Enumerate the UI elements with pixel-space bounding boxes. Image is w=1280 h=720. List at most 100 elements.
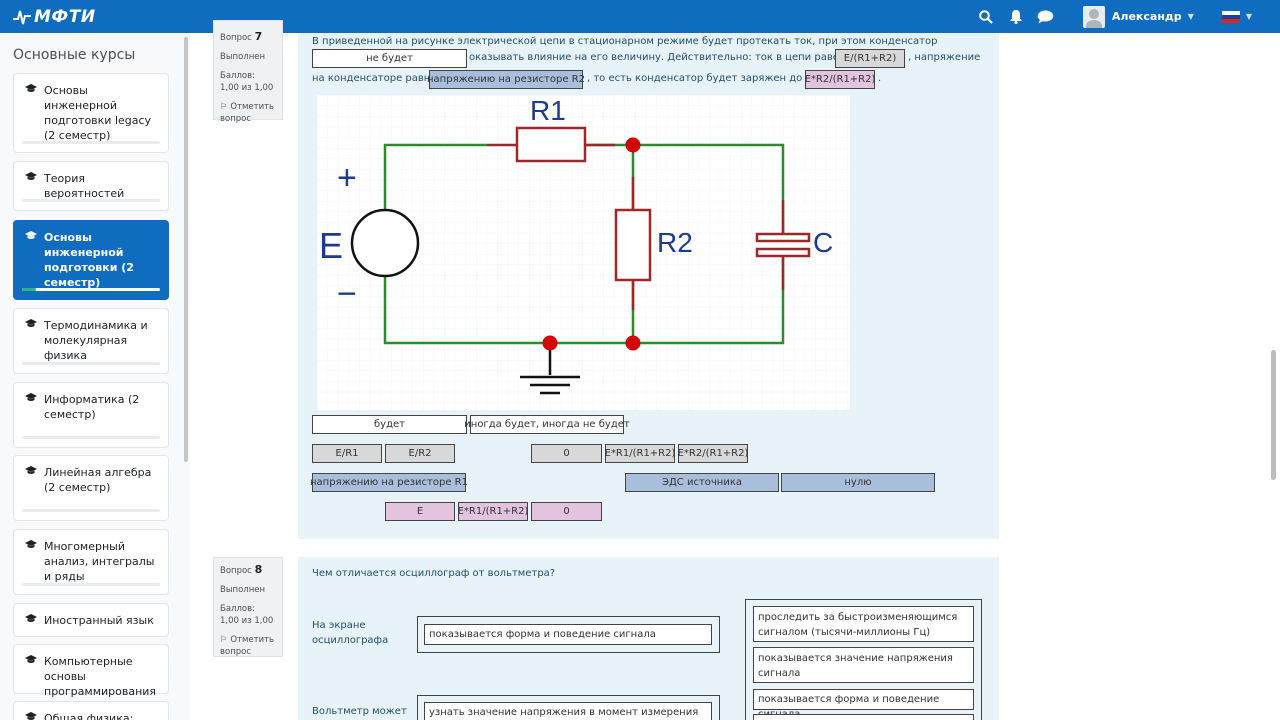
capacitor-c <box>755 232 811 243</box>
label-minus: − <box>337 275 357 313</box>
chat-icon[interactable] <box>1031 0 1061 33</box>
voltage-source <box>350 208 420 278</box>
label-r1: R1 <box>530 95 566 126</box>
user-name: Александр <box>1111 10 1182 23</box>
graduation-cap-icon <box>25 712 37 720</box>
sidebar-course-label: Компьютерные основы программирования <box>44 655 157 698</box>
courses-sidebar: Основные курсы Основы инженерной подгото… <box>0 33 190 720</box>
bell-icon[interactable] <box>1001 0 1031 33</box>
sidebar-course-label: Информатика (2 семестр) <box>44 393 140 421</box>
match-label: Вольтметр может <box>312 706 407 717</box>
sidebar-course-item[interactable]: Информатика (2 семестр) <box>13 382 169 448</box>
draggable-option[interactable]: E/R1 <box>312 444 382 463</box>
question-text: В приведенной на рисунке электрической ц… <box>312 36 938 47</box>
question-text: . <box>878 73 882 84</box>
drop-zone-answer[interactable]: E/(R1+R2) <box>835 49 905 68</box>
flag-question-link[interactable]: ⚐ Отметить вопрос <box>220 101 276 125</box>
draggable-choice-partial[interactable] <box>753 714 974 720</box>
draggable-option[interactable]: E*R1/(R1+R2) <box>458 502 528 521</box>
graduation-cap-icon <box>25 231 37 239</box>
draggable-option[interactable]: нулю <box>781 473 935 492</box>
pulse-logo-icon <box>13 10 31 25</box>
resistor-r2 <box>614 208 652 282</box>
mipt-logo[interactable]: МФТИ <box>12 5 96 29</box>
user-menu[interactable]: Александр ▼ <box>1082 5 1194 28</box>
sidebar-course-item[interactable]: Иностранный язык <box>13 603 169 637</box>
draggable-option[interactable]: ЭДС источника <box>625 473 779 492</box>
draggable-option[interactable]: E*R2/(R1+R2) <box>678 444 748 463</box>
draggable-option[interactable]: E/R2 <box>385 444 455 463</box>
question-text: , то есть конденсатор будет заряжен до U… <box>587 73 830 84</box>
logo-text: МФТИ <box>34 7 96 27</box>
draggable-choice[interactable]: показывается форма и поведение сигнала <box>753 689 974 720</box>
sidebar-title: Основные курсы <box>13 47 136 63</box>
drop-zone-answer[interactable]: напряжению на резисторе R2 <box>427 70 585 89</box>
course-progress-bar <box>22 199 160 202</box>
question-label: Вопрос <box>220 566 252 576</box>
graduation-cap-icon <box>25 540 37 548</box>
course-progress-bar <box>22 362 160 365</box>
question-score: Баллов: 1,00 из 1,00 <box>220 71 274 93</box>
label-r2: R2 <box>657 227 693 258</box>
sidebar-course-label: Иностранный язык <box>44 614 154 627</box>
sidebar-course-label: Многомерный анализ, интегралы и ряды <box>44 540 155 583</box>
circuit-node <box>625 335 641 351</box>
russian-flag-icon <box>1221 10 1240 23</box>
page-scrollbar[interactable] <box>1271 350 1276 480</box>
question-text: , напряжение <box>908 52 981 63</box>
label-plus: + <box>337 159 357 197</box>
question-text: Чем отличается осциллограф от вольтметра… <box>312 568 556 579</box>
course-progress-bar <box>22 509 160 512</box>
match-answer[interactable]: узнать значение напряжения в момент изме… <box>424 702 712 720</box>
draggable-option[interactable]: иногда будет, иногда не будет <box>464 415 630 434</box>
draggable-option[interactable]: 0 <box>531 444 602 463</box>
draggable-option[interactable]: E*R1/(R1+R2) <box>605 444 675 463</box>
draggable-option[interactable]: напряжению на резисторе R1 <box>310 473 468 492</box>
sidebar-course-item[interactable]: Многомерный анализ, интегралы и ряды <box>13 529 169 595</box>
circuit-diagram: R1 R2 C E + − <box>317 95 850 410</box>
sidebar-course-label: Теория вероятностей <box>44 172 125 200</box>
flag-label: Отметить вопрос <box>220 635 275 657</box>
sidebar-course-item-active[interactable]: Основы инженерной подготовки (2 семестр) <box>13 220 169 300</box>
question-status: Выполнен <box>220 585 266 595</box>
sidebar-course-item[interactable]: Компьютерные основы программирования <box>13 644 169 698</box>
drop-zone-answer[interactable]: E*R2/(R1+R2) <box>805 70 875 89</box>
sidebar-course-label: Основы инженерной подготовки (2 семестр) <box>44 231 134 289</box>
draggable-option[interactable]: будет <box>312 415 467 434</box>
graduation-cap-icon <box>25 614 37 622</box>
sidebar-course-item[interactable]: Линейная алгебра (2 семестр) <box>13 455 169 521</box>
question-7-info: Вопрос 7 Выполнен Баллов: 1,00 из 1,00 ⚐… <box>213 20 283 124</box>
graduation-cap-icon <box>25 655 37 663</box>
course-progress-bar <box>22 141 160 144</box>
sidebar-course-item[interactable]: Теория вероятностей <box>13 161 169 211</box>
sidebar-course-item[interactable]: Основы инженерной подготовки legacy (2 с… <box>13 73 169 153</box>
graduation-cap-icon <box>25 466 37 474</box>
flag-icon: ⚐ <box>220 635 228 645</box>
language-menu[interactable]: ▼ <box>1221 10 1252 23</box>
sidebar-course-item[interactable]: Общая физика: <box>13 701 169 720</box>
draggable-option[interactable]: 0 <box>531 502 602 521</box>
course-progress-bar <box>22 583 160 586</box>
circuit-node <box>625 137 641 153</box>
drop-zone-answer[interactable]: не будет <box>312 49 467 68</box>
course-progress-bar <box>22 436 160 439</box>
label-e: E <box>319 225 344 266</box>
question-text: на конденсаторе равно <box>312 73 437 84</box>
search-icon[interactable] <box>971 0 1001 33</box>
graduation-cap-icon <box>25 393 37 401</box>
question-8-info: Вопрос 8 Выполнен Баллов: 1,00 из 1,00 ⚐… <box>213 557 283 657</box>
draggable-choice[interactable]: показывается значение напряжения сигнала <box>753 647 974 683</box>
draggable-option[interactable]: E <box>385 502 455 521</box>
sidebar-course-item[interactable]: Термодинамика и молекулярная физика <box>13 308 169 374</box>
draggable-choice[interactable]: проследить за быстроизменяющимся сигнало… <box>753 606 974 642</box>
match-answer[interactable]: показывается форма и поведение сигнала <box>424 624 712 645</box>
chevron-down-icon: ▼ <box>1187 12 1194 21</box>
sidebar-course-label: Линейная алгебра (2 семестр) <box>44 466 152 494</box>
sidebar-course-label: Основы инженерной подготовки legacy (2 с… <box>44 84 152 142</box>
resistor-r1 <box>515 126 587 163</box>
label-c: C <box>813 227 834 258</box>
circuit-node <box>542 335 558 351</box>
sidebar-scrollbar[interactable] <box>184 37 188 462</box>
circuit-drawing <box>317 95 850 410</box>
flag-question-link[interactable]: ⚐ Отметить вопрос <box>220 634 276 658</box>
